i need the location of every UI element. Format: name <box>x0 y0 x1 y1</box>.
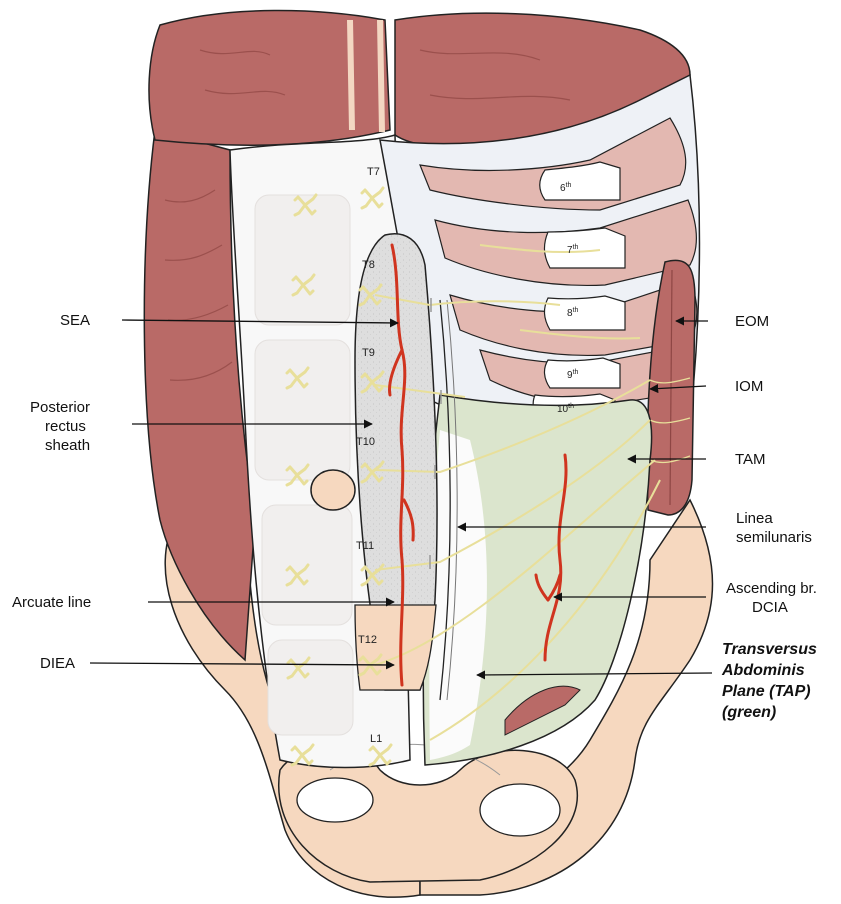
label-tap-3: Plane (TAP) <box>722 683 811 700</box>
label-tam: TAM <box>735 451 766 468</box>
obturator-right <box>480 784 560 836</box>
label-iom: IOM <box>735 378 763 395</box>
label-posterior-3: sheath <box>45 437 90 454</box>
left-labels: SEA Posterior rectus sheath Arcuate line… <box>12 312 91 672</box>
segment-t8: T8 <box>362 259 375 271</box>
label-tap-4: (green) <box>722 704 776 721</box>
right-labels: EOM IOM TAM Linea semilunaris Ascending … <box>721 313 817 721</box>
segment-t12: T12 <box>358 634 377 646</box>
label-diea: DIEA <box>40 655 75 672</box>
label-eom: EOM <box>735 313 769 330</box>
label-tap-2: Abdominis <box>721 662 805 679</box>
segment-t9: T9 <box>362 347 375 359</box>
costal-cartilage-7 <box>544 228 625 268</box>
obturator-left <box>297 778 373 822</box>
label-posterior-2: rectus <box>45 418 86 435</box>
label-ascending-1: Ascending br. <box>726 580 817 597</box>
label-sea: SEA <box>60 312 90 329</box>
segment-t7: T7 <box>367 166 380 178</box>
segment-l1: L1 <box>370 733 382 745</box>
umbilicus <box>311 470 355 510</box>
segment-t10: T10 <box>356 436 375 448</box>
label-linea-1: Linea <box>736 510 773 527</box>
label-linea-2: semilunaris <box>736 529 812 546</box>
label-arcuate: Arcuate line <box>12 594 91 611</box>
label-tap-1: Transversus <box>722 641 817 658</box>
costal-cartilage-8 <box>544 296 625 330</box>
segment-t11: T11 <box>356 540 374 552</box>
label-posterior-1: Posterior <box>30 399 90 416</box>
label-ascending-2: DCIA <box>752 599 788 616</box>
costal-cartilage-9 <box>544 358 620 388</box>
